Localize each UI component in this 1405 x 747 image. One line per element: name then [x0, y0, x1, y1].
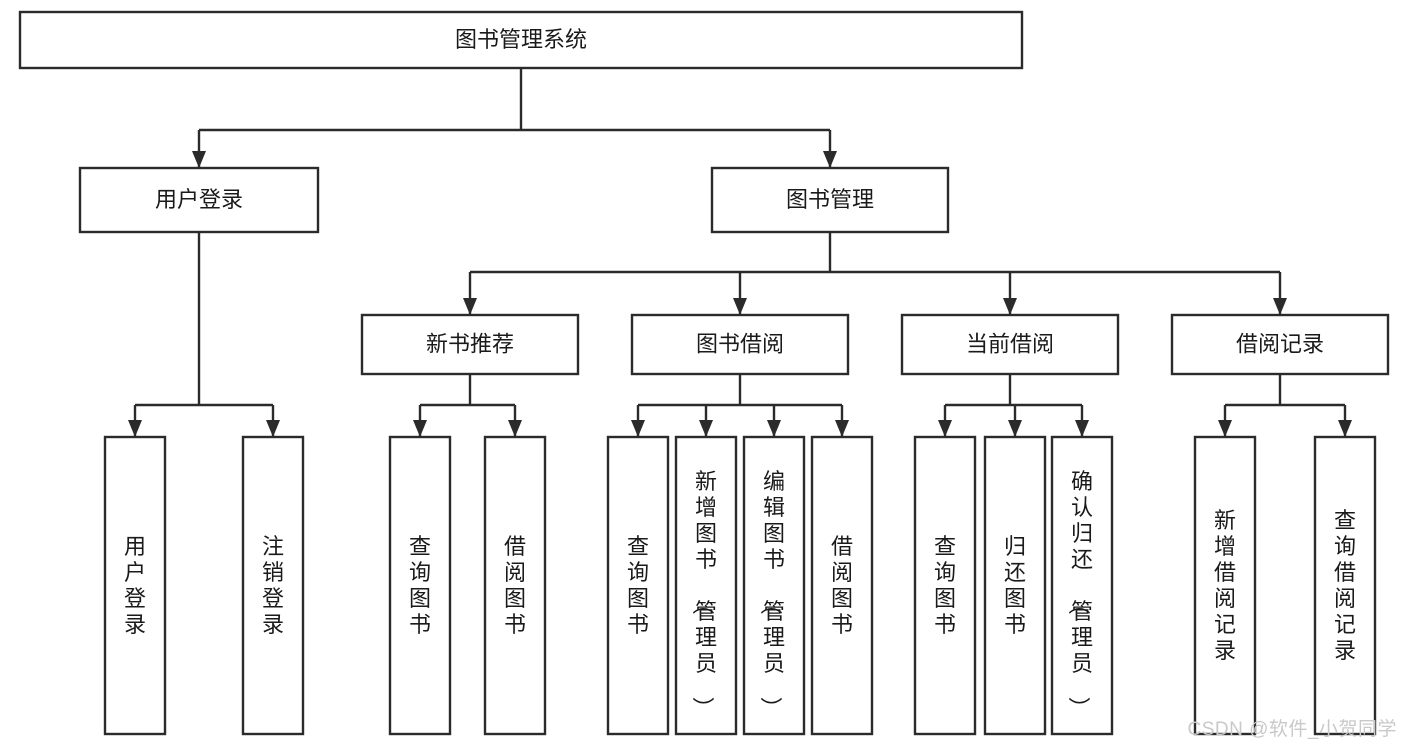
node-new-book-recommend[interactable]: 新书推荐: [360, 313, 580, 376]
node-box: [1050, 435, 1114, 736]
node-label: 查询借阅记录: [1334, 508, 1356, 663]
node-label: 图书管理: [786, 187, 874, 212]
node-label: 用户登录: [124, 534, 146, 637]
arrow-head-icon: [128, 420, 142, 437]
arrow-head-icon: [1075, 420, 1089, 437]
node-label: 确认归还（管理员）: [1066, 469, 1093, 719]
node-box: [18, 10, 1024, 70]
arrow-head-icon: [1273, 298, 1287, 315]
node-box: [360, 313, 580, 376]
node-leaf-user-login[interactable]: 用户登录: [103, 435, 167, 736]
arrow-head-icon: [1008, 420, 1022, 437]
node-label: 查询图书: [409, 534, 431, 637]
node-leaf-return-book[interactable]: 归还图书: [983, 435, 1047, 736]
arrow-head-icon: [631, 420, 645, 437]
arrow-head-icon: [767, 420, 781, 437]
node-label: 归还图书: [1004, 534, 1026, 637]
node-box: [710, 166, 950, 234]
node-label: 编辑图书（管理员）: [758, 469, 785, 719]
arrow-head-icon: [823, 151, 837, 168]
node-leaf-borrow-book[interactable]: 借阅图书: [810, 435, 874, 736]
arrow-head-icon: [266, 420, 280, 437]
arrow-head-icon: [413, 420, 427, 437]
node-label: 查询图书: [627, 534, 649, 637]
node-box: [1313, 435, 1377, 736]
arrow-head-icon: [699, 420, 713, 437]
node-box: [674, 435, 738, 736]
node-box: [742, 435, 806, 736]
node-label: 借阅图书: [504, 534, 526, 637]
node-root-图书管理系统[interactable]: 图书管理系统: [18, 10, 1024, 70]
node-borrow-record[interactable]: 借阅记录: [1170, 313, 1390, 376]
node-label: 图书借阅: [696, 331, 784, 356]
node-box: [983, 435, 1047, 736]
node-leaf-logout[interactable]: 注销登录: [241, 435, 305, 736]
node-label: 当前借阅: [966, 331, 1054, 356]
node-box: [606, 435, 670, 736]
node-label: 新书推荐: [426, 331, 514, 356]
node-box: [483, 435, 547, 736]
node-leaf-query-book-rec[interactable]: 查询图书: [388, 435, 452, 736]
node-box: [1170, 313, 1390, 376]
node-box: [900, 313, 1120, 376]
node-box: [913, 435, 977, 736]
arrow-head-icon: [508, 420, 522, 437]
arrow-head-icon: [463, 298, 477, 315]
node-leaf-add-record[interactable]: 新增借阅记录: [1193, 435, 1257, 736]
node-leaf-add-book[interactable]: 新增图书（管理员）: [674, 435, 738, 736]
node-label: 图书管理系统: [455, 27, 587, 52]
arrow-head-icon: [733, 298, 747, 315]
node-box: [388, 435, 452, 736]
node-book-manage[interactable]: 图书管理: [710, 166, 950, 234]
node-leaf-query-book-cur[interactable]: 查询图书: [913, 435, 977, 736]
node-user-login[interactable]: 用户登录: [78, 166, 320, 234]
node-leaf-borrow-book-rec[interactable]: 借阅图书: [483, 435, 547, 736]
node-box: [103, 435, 167, 736]
node-leaf-edit-book[interactable]: 编辑图书（管理员）: [742, 435, 806, 736]
node-label: 用户登录: [155, 187, 243, 212]
arrow-head-icon: [1003, 298, 1017, 315]
arrow-head-icon: [938, 420, 952, 437]
arrow-head-icon: [192, 151, 206, 168]
node-label: 新增借阅记录: [1214, 508, 1236, 663]
node-leaf-confirm-return[interactable]: 确认归还（管理员）: [1050, 435, 1114, 736]
node-label: 借阅图书: [831, 534, 853, 637]
node-current-borrow[interactable]: 当前借阅: [900, 313, 1120, 376]
arrow-head-icon: [1338, 420, 1352, 437]
node-label: 注销登录: [262, 534, 284, 637]
node-box: [78, 166, 320, 234]
node-box: [630, 313, 850, 376]
arrow-head-icon: [835, 420, 849, 437]
node-book-borrow[interactable]: 图书借阅: [630, 313, 850, 376]
node-box: [1193, 435, 1257, 736]
node-label: 新增图书（管理员）: [690, 469, 717, 719]
arrow-head-icon: [1218, 420, 1232, 437]
node-label: 查询图书: [934, 534, 956, 637]
node-box: [810, 435, 874, 736]
node-leaf-query-record[interactable]: 查询借阅记录: [1313, 435, 1377, 736]
node-leaf-query-book-bor[interactable]: 查询图书: [606, 435, 670, 736]
node-label: 借阅记录: [1236, 331, 1324, 356]
node-box: [241, 435, 305, 736]
